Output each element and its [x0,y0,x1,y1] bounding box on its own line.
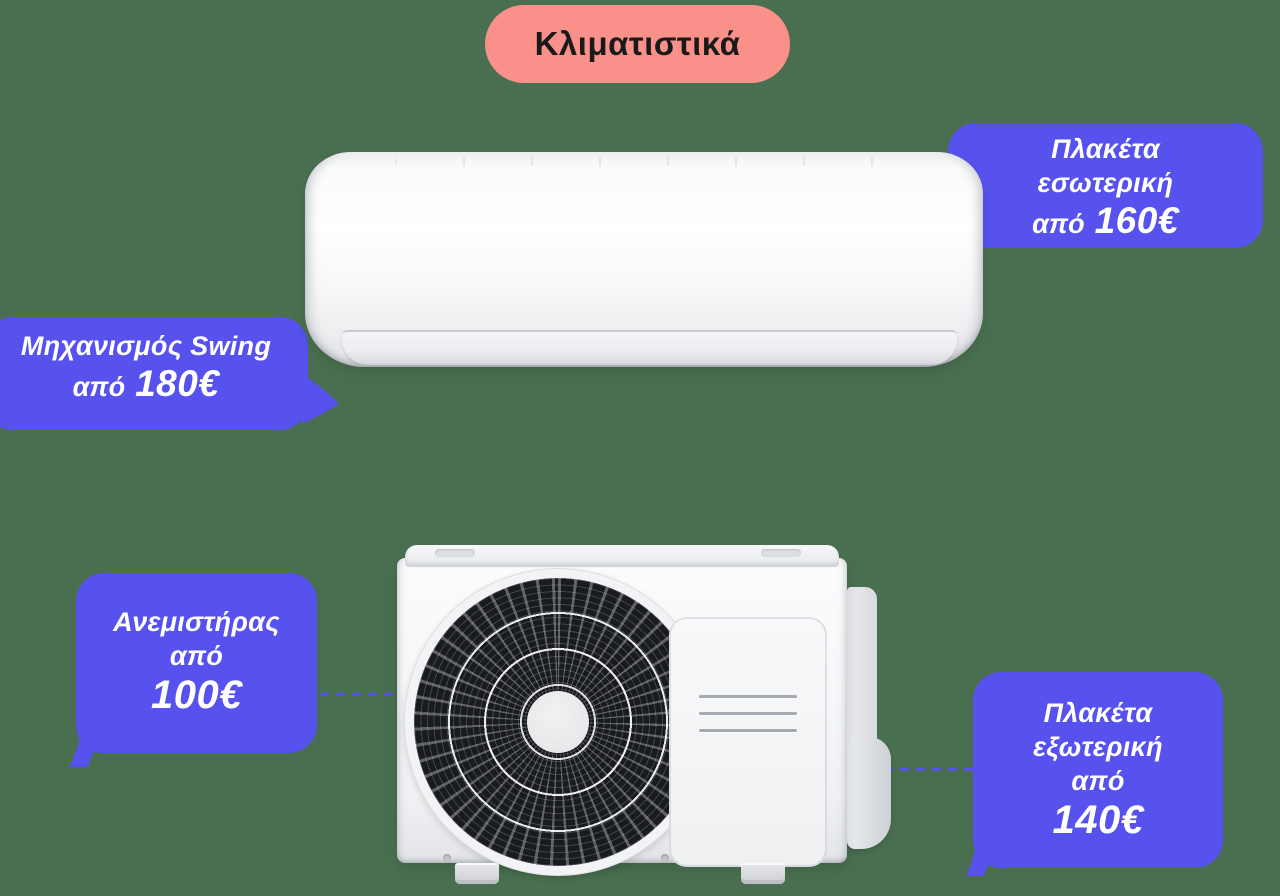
callout-line: Πλακέτα [1051,134,1160,164]
price-value: 160€ [1094,200,1179,241]
page-title: Κλιματιστικά [534,25,741,62]
price-value: 180€ [135,363,220,404]
outdoor-ac-unit [397,545,891,884]
callout-swing-mechanism: Μηχανισμός Swing από 180€ [0,317,339,430]
callout-fan: Ανεμιστήρας από 100€ [69,573,317,767]
callout-outdoor-board: Πλακέτα εξωτερική από 140€ [966,672,1223,876]
price-prefix: από [72,372,126,402]
price-value: 100€ [151,673,242,717]
screw-icon [661,854,669,862]
top-handle [761,549,801,557]
indoor-ac-unit [305,152,983,367]
callout-line: εσωτερική [1037,168,1174,198]
callout-tail-down-icon [68,727,110,767]
vent-slot [699,729,797,732]
callout-indoor-board: Πλακέτα εσωτερική από 160€ [948,123,1263,248]
vent-slot [699,695,797,698]
callout-line: Μηχανισμός Swing [20,331,272,361]
connector-dashed-line-fan [320,693,398,696]
callout-price-row: 140€ [973,798,1223,843]
callout-price-row: 100€ [76,673,317,718]
callout-price-row: από 160€ [948,200,1263,242]
top-handle [435,549,475,557]
vent-panel [669,617,827,867]
callout-line: από [169,641,224,671]
unit-foot [741,863,785,884]
indoor-unit-flap [342,330,957,365]
price-prefix: από [1032,209,1085,239]
callout-line: από [1071,766,1125,796]
callout-tail-right-icon [301,372,341,426]
callout-tail-down-icon [966,840,1004,876]
connector-dashed-line-outdoor [884,768,974,771]
screw-icon [443,854,451,862]
callout-line: Ανεμιστήρας [113,607,280,637]
title-badge: Κλιματιστικά [485,5,790,83]
callout-price-row: από 180€ [0,363,308,405]
callout-line: Πλακέτα [1043,698,1153,728]
outdoor-unit-top-cap [405,545,839,567]
price-value: 140€ [1052,798,1144,842]
unit-foot [455,863,499,884]
callout-line: εξωτερική [1033,732,1163,762]
side-bracket-foot [847,737,891,849]
fan-hub [527,691,589,753]
vent-slots [699,695,797,732]
vent-slot [699,712,797,715]
indoor-unit-top-vents [395,157,893,166]
fan-rim [405,569,711,875]
